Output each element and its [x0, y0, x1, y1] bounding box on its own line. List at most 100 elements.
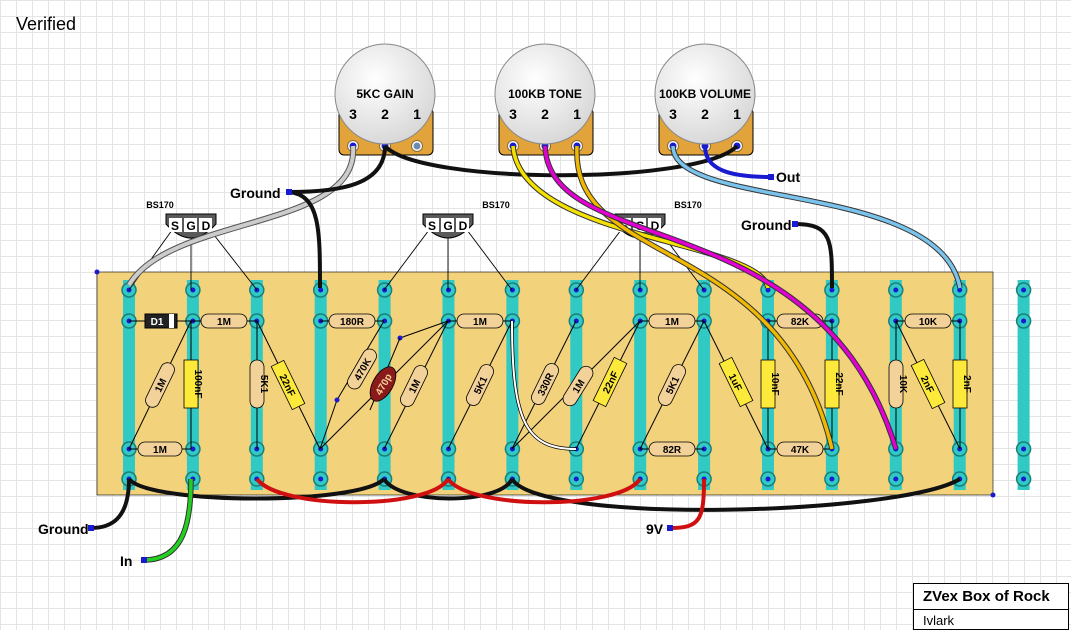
offboard-wires	[90, 144, 963, 563]
label-9v: 9V	[646, 521, 664, 537]
transistor-pin-label: D	[651, 219, 660, 233]
component-label: 5K1	[258, 375, 269, 394]
capacitor-2nf-a[interactable]: 2nF	[895, 320, 961, 450]
pot-knob	[654, 43, 756, 145]
strip-hole-center	[446, 287, 451, 293]
copper-strip	[698, 280, 711, 490]
pot-knob	[334, 43, 436, 145]
component-label: 1M	[217, 317, 231, 328]
resistor-1m-c[interactable]: 1M	[640, 313, 704, 329]
strip-hole-center	[765, 476, 771, 482]
resistor-180r[interactable]: 180R	[320, 313, 384, 329]
capacitor-470p[interactable]: 470p	[365, 337, 401, 411]
resistor-1m-bottom[interactable]: 1M	[129, 441, 191, 457]
pot-knob	[494, 43, 596, 145]
layout-title: ZVex Box of Rock	[923, 588, 1050, 605]
component-label: 1M	[153, 445, 167, 456]
component-label: 22nF	[833, 372, 844, 395]
resistor-10k-top[interactable]: 10K	[896, 313, 960, 329]
resistor-1m-v1[interactable]: 1M	[128, 320, 192, 450]
label-out: Out	[776, 169, 800, 185]
strip-hole-center	[190, 446, 196, 452]
strip-hole-center	[1021, 476, 1027, 482]
diode-d1[interactable]: D1	[129, 313, 191, 329]
strip-hole-center	[1021, 446, 1027, 452]
title-block: ZVex Box of Rock Ivlark	[913, 583, 1069, 630]
component-label: 2nF	[961, 375, 972, 393]
pot-volume[interactable]: 100KB VOLUME 3 2 1	[654, 43, 756, 156]
component-label: 1M	[153, 377, 169, 394]
copper-strip	[1017, 280, 1030, 490]
capacitor-100nf[interactable]: 100nF	[183, 321, 203, 449]
resistor-82r[interactable]: 82R	[640, 441, 704, 457]
strip-hole-center	[701, 446, 707, 452]
component-label: 10nF	[769, 372, 780, 395]
pot-pin-label: 3	[509, 106, 517, 122]
transistor-pin-label: S	[428, 219, 436, 233]
transistor-pin-label: G	[443, 219, 452, 233]
copper-strip	[314, 280, 327, 490]
strip-hole-center	[829, 476, 835, 482]
strip-hole-center	[957, 287, 963, 293]
component-label: 82R	[663, 445, 682, 456]
transistor-q1[interactable]: S G D BS170	[146, 200, 217, 239]
strip-hole-center	[1021, 287, 1027, 293]
board-corner-marker	[94, 269, 100, 275]
copper-strip	[506, 280, 519, 490]
strip-hole-center	[318, 287, 324, 293]
pot-label: 100KB VOLUME	[659, 87, 751, 101]
wire-end-markers	[88, 174, 798, 563]
component-label: 47K	[791, 445, 810, 456]
label-ground-right: Ground	[741, 217, 792, 233]
transistor-pin-label: G	[186, 219, 195, 233]
strip-hole-center	[318, 476, 324, 482]
transistor-q2[interactable]: S G D BS170	[422, 200, 510, 239]
strip-hole-center	[382, 287, 388, 293]
title-divider	[914, 609, 1068, 610]
resistor-1m-v3[interactable]: 1M	[511, 320, 641, 450]
resistor-47k[interactable]: 47K	[768, 441, 832, 457]
wire-white-jumper-core	[511, 320, 577, 450]
pot-pin-label: 1	[413, 106, 421, 122]
capacitor-1uf[interactable]: 1uF	[703, 320, 769, 450]
board-corner-marker	[990, 492, 996, 498]
pot-pin-label: 3	[349, 106, 357, 122]
pot-pin-label: 2	[541, 106, 549, 122]
component-label: 1M	[665, 317, 679, 328]
capacitor-2nf-b[interactable]: 2nF	[952, 321, 972, 449]
strip-hole-center	[573, 476, 579, 482]
strip-hole-center	[829, 287, 835, 293]
transistor-label: BS170	[146, 200, 174, 210]
strip-hole-center	[893, 287, 899, 293]
capacitor-22nf-a[interactable]: 22nF	[256, 320, 321, 450]
strip-hole-center	[1021, 318, 1027, 324]
component-label: 100nF	[192, 370, 203, 399]
resistor-10k-v[interactable]: 10K	[888, 321, 908, 449]
resistor-1m-a[interactable]: 1M	[191, 313, 257, 329]
component-label: 10K	[897, 375, 908, 394]
verification-status: Verified	[16, 14, 77, 34]
transistor-label: BS170	[482, 200, 510, 210]
strip-hole-center	[765, 287, 771, 293]
capacitor-10nf[interactable]: 10nF	[760, 321, 780, 449]
pot-tone[interactable]: 100KB TONE 3 2 1	[494, 43, 596, 156]
pot-pin-label: 2	[701, 106, 709, 122]
capacitor-22nf-c[interactable]: 22nF	[824, 321, 844, 449]
layout-author: Ivlark	[923, 613, 955, 628]
resistor-5k1-a[interactable]: 5K1	[249, 321, 269, 449]
transistor-pin-label: D	[459, 219, 468, 233]
strip-hole-center	[382, 446, 388, 452]
resistor-1m-v2[interactable]: 1M	[383, 320, 449, 450]
resistor-1m-b[interactable]: 1M	[448, 313, 512, 329]
strip-hole-center	[190, 287, 196, 293]
transistor-pin-label: D	[202, 219, 211, 233]
pot-gain[interactable]: 5KC GAIN 3 2 1	[334, 43, 436, 156]
label-in: In	[120, 553, 132, 569]
component-label: 82K	[791, 317, 810, 328]
pot-pin-label: 3	[669, 106, 677, 122]
label-ground-top: Ground	[230, 185, 281, 201]
copper-strip	[123, 280, 135, 490]
strip-hole-center	[893, 476, 899, 482]
pot-pin-label: 2	[381, 106, 389, 122]
